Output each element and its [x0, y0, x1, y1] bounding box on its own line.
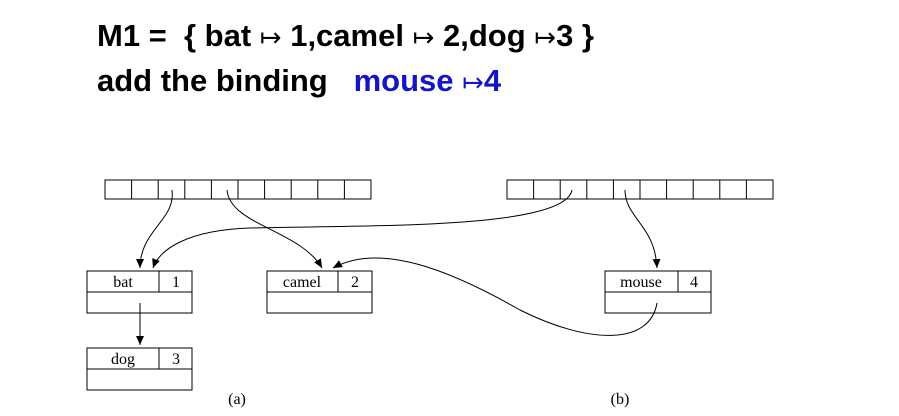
maps-to-arrow-bat: ↦ [259, 23, 282, 53]
node-camel-key: camel [283, 274, 322, 291]
new-binding: mouse ↦4 [354, 63, 502, 98]
add-binding-prefix: add the binding [97, 63, 354, 98]
heading-dog-value: 3 } [556, 18, 594, 53]
node-mouse-value: 4 [690, 274, 698, 291]
maps-to-arrow-dog: ↦ [534, 23, 557, 53]
node-mouse: mouse 4 [604, 270, 712, 314]
heading-m1: M1 = { bat ↦ 1,camel ↦ 2,dog ↦3 } [97, 18, 594, 54]
arrow-bucket-to-bat [136, 189, 173, 269]
node-bat: bat 1 [86, 270, 193, 314]
heading-bat-value: 1,camel [281, 18, 413, 53]
caption-a: (a) [228, 391, 246, 408]
node-camel-value: 2 [351, 274, 359, 291]
new-binding-value: 4 [483, 63, 502, 98]
new-binding-key: mouse [353, 63, 463, 98]
node-dog: dog 3 [86, 347, 193, 391]
node-camel: camel 2 [266, 270, 373, 314]
node-bat-key: bat [113, 274, 133, 291]
bucket-array-b [506, 179, 774, 200]
bucket-array-a [104, 179, 372, 200]
arrow-bucket-b-to-bat [152, 189, 573, 269]
arrow-bucket-b-to-mouse [624, 189, 661, 269]
node-dog-value: 3 [172, 351, 180, 368]
arrow-bucket-to-camel [226, 189, 323, 269]
heading-add-binding: add the binding mouse ↦4 [97, 63, 501, 99]
node-bat-value: 1 [172, 274, 180, 291]
caption-b: (b) [611, 391, 630, 408]
arrow-mouse-to-camel [332, 257, 658, 336]
node-mouse-key: mouse [620, 274, 662, 291]
heading-prefix: M1 = { bat [97, 18, 260, 53]
heading-camel-value: 2,dog [434, 18, 535, 53]
maps-to-arrow-mouse: ↦ [462, 68, 484, 98]
node-dog-key: dog [111, 351, 135, 368]
maps-to-arrow-camel: ↦ [412, 23, 435, 53]
